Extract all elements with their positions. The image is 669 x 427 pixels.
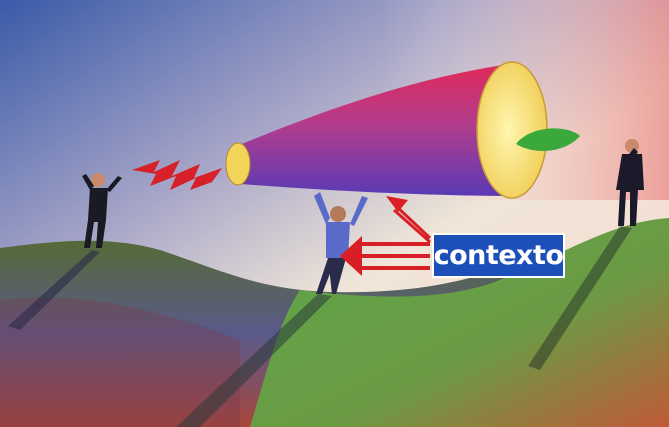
context-label-text: contexto — [433, 240, 564, 271]
shadow-right-figure — [528, 226, 632, 370]
person-center-icon — [314, 192, 368, 294]
hill-shade — [0, 297, 240, 427]
person-left-icon — [82, 173, 122, 248]
megaphone-icon — [232, 64, 520, 196]
arrow-icon-lower — [340, 236, 430, 276]
shadow-left-figure — [8, 250, 100, 330]
person-right-icon — [616, 139, 644, 226]
leaf-icon — [516, 128, 580, 151]
megaphone-small-end — [225, 142, 251, 186]
megaphone-mouth — [476, 61, 548, 199]
sound-spark-icon — [132, 160, 222, 190]
arrow-icon-upper — [386, 196, 432, 244]
shadow-center-figure — [176, 294, 332, 427]
context-label: contexto — [432, 233, 565, 278]
